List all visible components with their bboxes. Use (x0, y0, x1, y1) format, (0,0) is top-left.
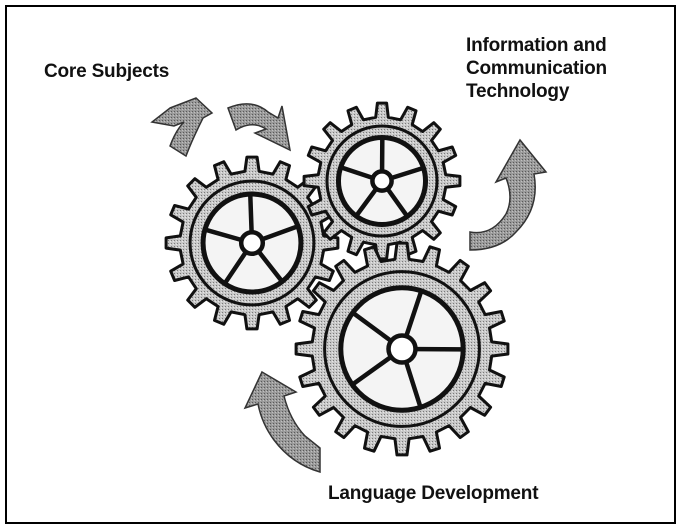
core-subjects-label: Core Subjects (44, 61, 170, 82)
gear-icon (164, 155, 340, 331)
cycle-arrow-icon (469, 138, 548, 251)
ict-label-line-2: Communication (466, 57, 607, 79)
ict-label-line-3: Technology (466, 80, 570, 102)
cycle-arrow-icon (243, 370, 321, 473)
gear-icon (294, 241, 510, 457)
gear-icon (302, 101, 462, 261)
language-development-label: Language Development (328, 483, 539, 504)
ict-label: Information and Communication Technology (466, 35, 607, 103)
ict-label-line-1: Information and (466, 35, 607, 56)
cycle-arrow-icon (227, 103, 292, 152)
cycle-arrow-icon (150, 97, 214, 158)
